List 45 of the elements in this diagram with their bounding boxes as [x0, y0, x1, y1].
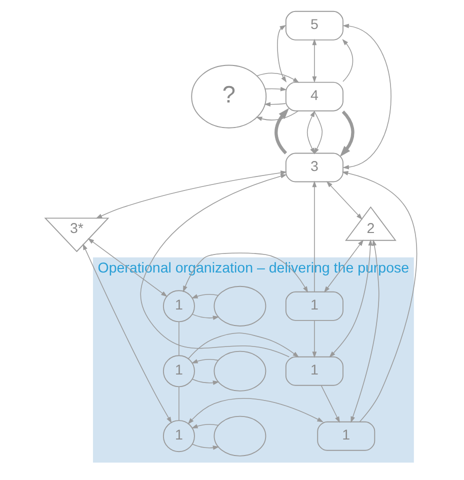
arrow [320, 385, 340, 423]
arrow [339, 110, 354, 157]
arrow [306, 110, 314, 154]
arrow [313, 111, 322, 154]
arrow [256, 72, 299, 83]
arrow [274, 108, 289, 154]
arrow [188, 332, 299, 359]
node-circle: 1 [162, 420, 194, 452]
node-box: 1 [284, 291, 343, 321]
arrow [190, 294, 218, 298]
arrow [323, 240, 364, 293]
arrow [192, 378, 219, 385]
arrow [187, 398, 324, 424]
arrow [87, 238, 167, 297]
arrow [192, 444, 219, 450]
arrow [82, 244, 172, 424]
node-box: 1 [284, 356, 343, 386]
arrow [264, 86, 286, 92]
connector [178, 386, 179, 421]
arrow [312, 38, 316, 83]
node-ellipse: ? [190, 64, 266, 128]
arrow [255, 110, 298, 121]
node-circle: 1 [162, 355, 194, 388]
node-box: 1 [316, 421, 375, 451]
arrow [341, 171, 417, 422]
arrow [342, 24, 391, 170]
arrow [342, 39, 353, 82]
arrow [276, 25, 286, 83]
arrow [350, 239, 379, 423]
node-box: 3 [284, 152, 343, 182]
connector [178, 322, 179, 356]
node-circle: 1 [162, 290, 194, 322]
arrow [95, 170, 286, 219]
arrow [312, 320, 316, 358]
arrow [328, 239, 372, 358]
arrow [192, 314, 219, 320]
arrow [182, 252, 308, 293]
arrow [140, 174, 290, 358]
node-box: 4 [284, 82, 343, 112]
arrow [326, 181, 362, 220]
arrow [190, 358, 218, 364]
arrow [264, 102, 286, 107]
arrow [190, 424, 218, 428]
arrow [312, 180, 316, 292]
node-box: 5 [284, 10, 343, 40]
